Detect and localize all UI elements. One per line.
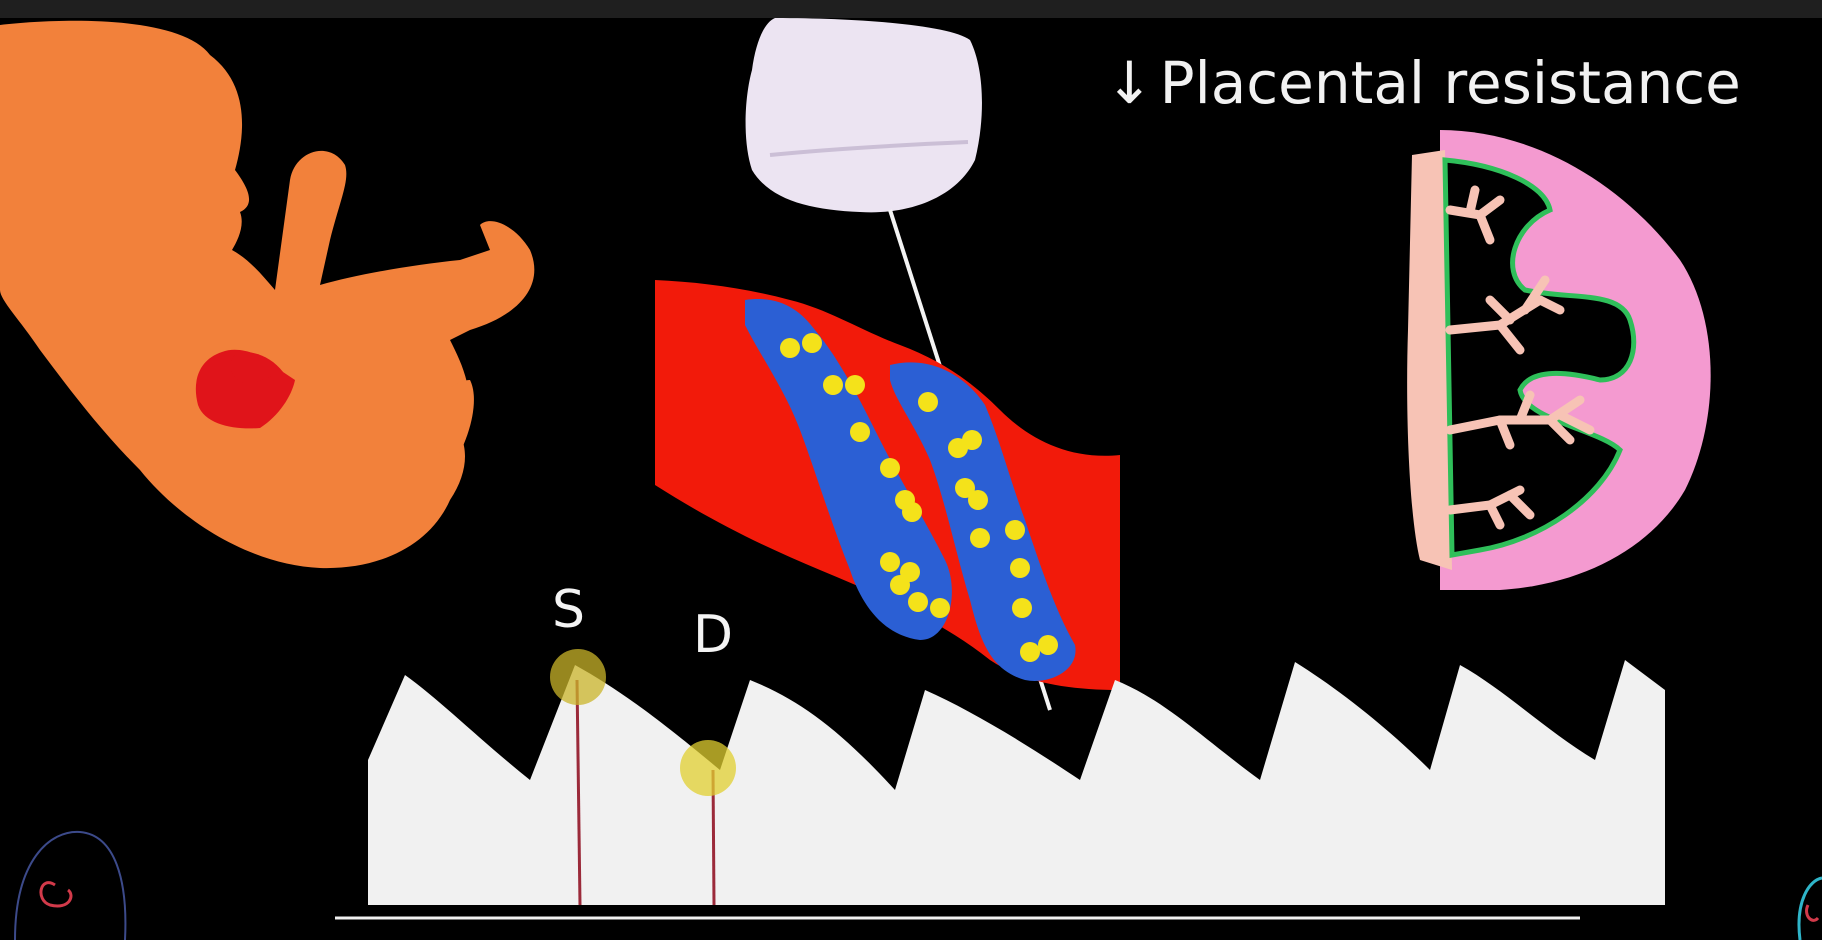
placenta-intervillous-space <box>1442 157 1637 558</box>
heart-lobe <box>230 352 283 385</box>
systolic-label: S <box>552 580 586 640</box>
placenta-chorionic-plate <box>1407 150 1452 570</box>
probe-body <box>745 18 982 213</box>
fetus-arm <box>420 380 474 470</box>
logo-icon-right <box>1797 876 1822 940</box>
probe-ridge <box>769 140 969 157</box>
placenta-illustration <box>1407 130 1711 590</box>
systolic-peak-marker <box>550 649 606 705</box>
title-text: Placental resistance <box>1159 49 1741 117</box>
waveform-envelope <box>368 660 1665 905</box>
blood-cells <box>780 333 1058 662</box>
chorionic-villi <box>1445 185 1595 530</box>
logo-icon <box>14 830 127 940</box>
doppler-waveform <box>335 649 1665 920</box>
systolic-marker-line <box>575 679 582 906</box>
diastolic-end-marker <box>680 740 736 796</box>
down-arrow-icon: ↓ <box>1105 49 1154 117</box>
vessel-lumen-left <box>745 299 952 640</box>
top-bar <box>0 0 1822 18</box>
diastolic-label: D <box>693 605 734 665</box>
slide-title: ↓Placental resistance <box>1105 48 1741 118</box>
fetus-body <box>0 20 535 569</box>
blood-vessel <box>655 280 1120 690</box>
fetus-illustration <box>0 20 535 569</box>
